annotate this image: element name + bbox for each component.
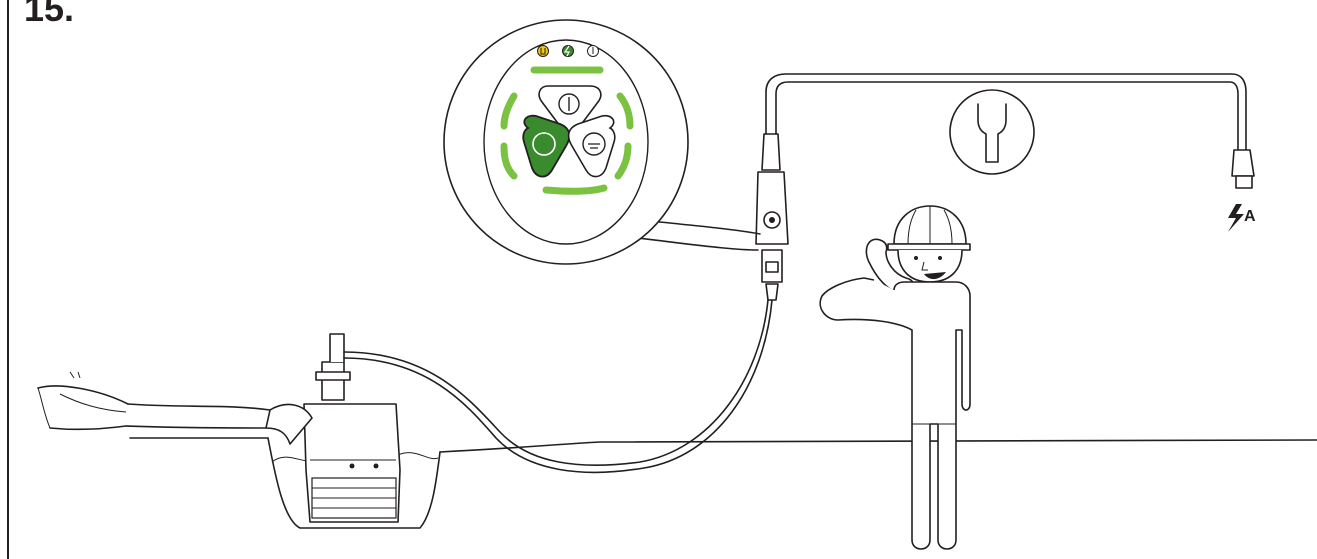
pump-strainer bbox=[311, 477, 397, 519]
temperature-icon bbox=[587, 45, 599, 57]
power-source-label: A bbox=[1244, 208, 1256, 225]
discharge-hose bbox=[37, 371, 271, 431]
led-ring bbox=[500, 66, 634, 195]
supply-cable bbox=[765, 73, 1255, 189]
control-box bbox=[755, 133, 789, 301]
wrench-warning-icon bbox=[537, 45, 549, 57]
pump bbox=[265, 333, 401, 523]
ground-line bbox=[129, 437, 1317, 453]
control-panel bbox=[500, 45, 634, 195]
worker-figure bbox=[819, 205, 971, 550]
power-icon bbox=[562, 45, 574, 57]
step-number: 15. bbox=[24, 0, 75, 29]
auto-button[interactable] bbox=[567, 114, 616, 178]
lightning-icon bbox=[1228, 204, 1244, 232]
wrench-icon bbox=[949, 89, 1035, 175]
pump-cable bbox=[343, 299, 773, 474]
start-button[interactable] bbox=[522, 114, 571, 178]
